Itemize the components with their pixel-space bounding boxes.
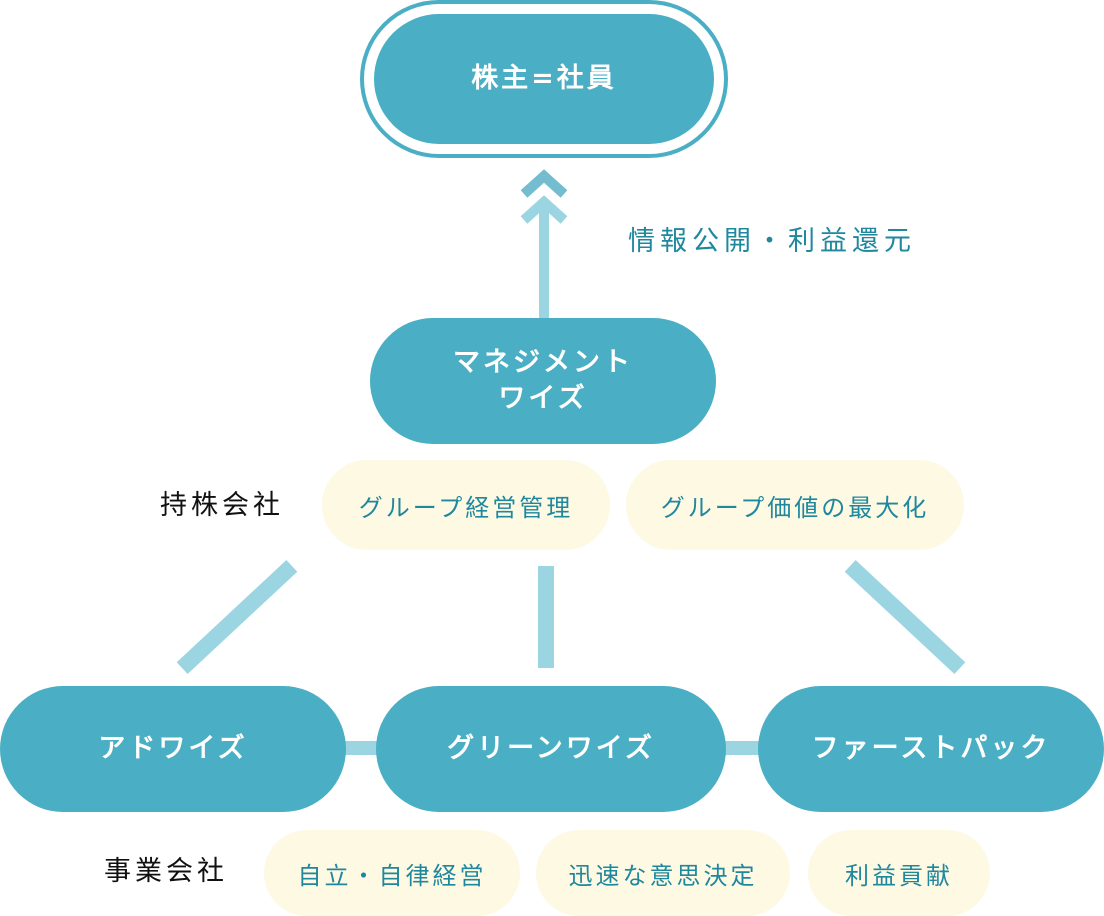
operating-company-label: 事業会社 (104, 856, 228, 887)
company-node-firstpack: ファーストパック (758, 686, 1104, 812)
operating-role-tag: 自立・自律経営 (264, 830, 520, 916)
operating-role-tag: 利益貢献 (808, 830, 990, 916)
management-wise-label-line1: マネジメント (453, 346, 633, 378)
connector-line-center (538, 566, 554, 668)
connector-line-left (176, 559, 298, 675)
up-arrow-icon (520, 169, 568, 320)
operating-role-tag: 迅速な意思決定 (536, 830, 790, 916)
holding-role-tag: グループ経営管理 (322, 460, 610, 550)
company-node-greenwise: グリーンワイズ (376, 686, 726, 812)
management-wise-node: マネジメント ワイズ (370, 318, 716, 444)
management-wise-label-line2: ワイズ (498, 383, 588, 414)
shareholders-label: 株主=社員 (471, 62, 617, 94)
holding-role-tag: グループ価値の最大化 (626, 460, 964, 550)
holding-company-label: 持株会社 (160, 490, 284, 521)
shareholders-node: 株主=社員 (374, 14, 714, 144)
company-node-adwise: アドワイズ (0, 686, 346, 812)
arrow-caption: 情報公開・利益還元 (628, 226, 916, 257)
connector-line-right (844, 559, 966, 675)
